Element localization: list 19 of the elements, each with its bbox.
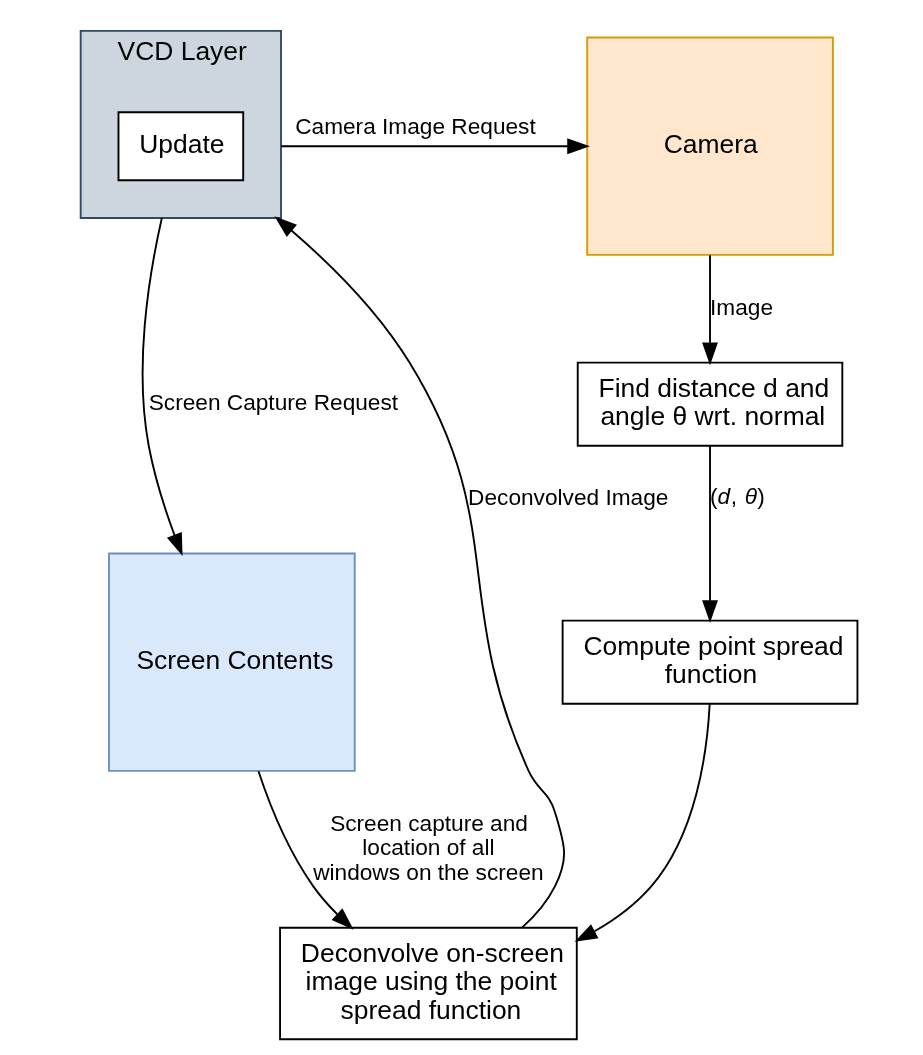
node-box: Camera	[586, 36, 834, 256]
edge-label: Image	[710, 293, 773, 320]
node-box: Compute point spread function	[561, 619, 859, 705]
arrow	[574, 703, 711, 942]
arrow	[702, 444, 718, 623]
arrow	[257, 770, 354, 930]
arrow	[702, 254, 718, 366]
edge-label: Deconvolved Image	[468, 484, 669, 511]
node-box: Find distance d and angle θ wrt. normal	[576, 361, 844, 447]
node-box: Deconvolve on-screen image using the point spread function	[279, 926, 578, 1041]
edge-label: (d, θ)	[710, 482, 765, 509]
edge-label: Screen capture and location of all windows on the screen	[313, 809, 544, 885]
node-box: Screen Contents	[108, 552, 356, 772]
edge-label: Screen Capture Request	[148, 389, 399, 416]
node-box: Update	[117, 111, 245, 182]
arrow	[274, 216, 565, 929]
arrow	[141, 217, 183, 557]
edge-label: Camera Image Request	[295, 113, 536, 140]
arrow	[280, 138, 590, 155]
